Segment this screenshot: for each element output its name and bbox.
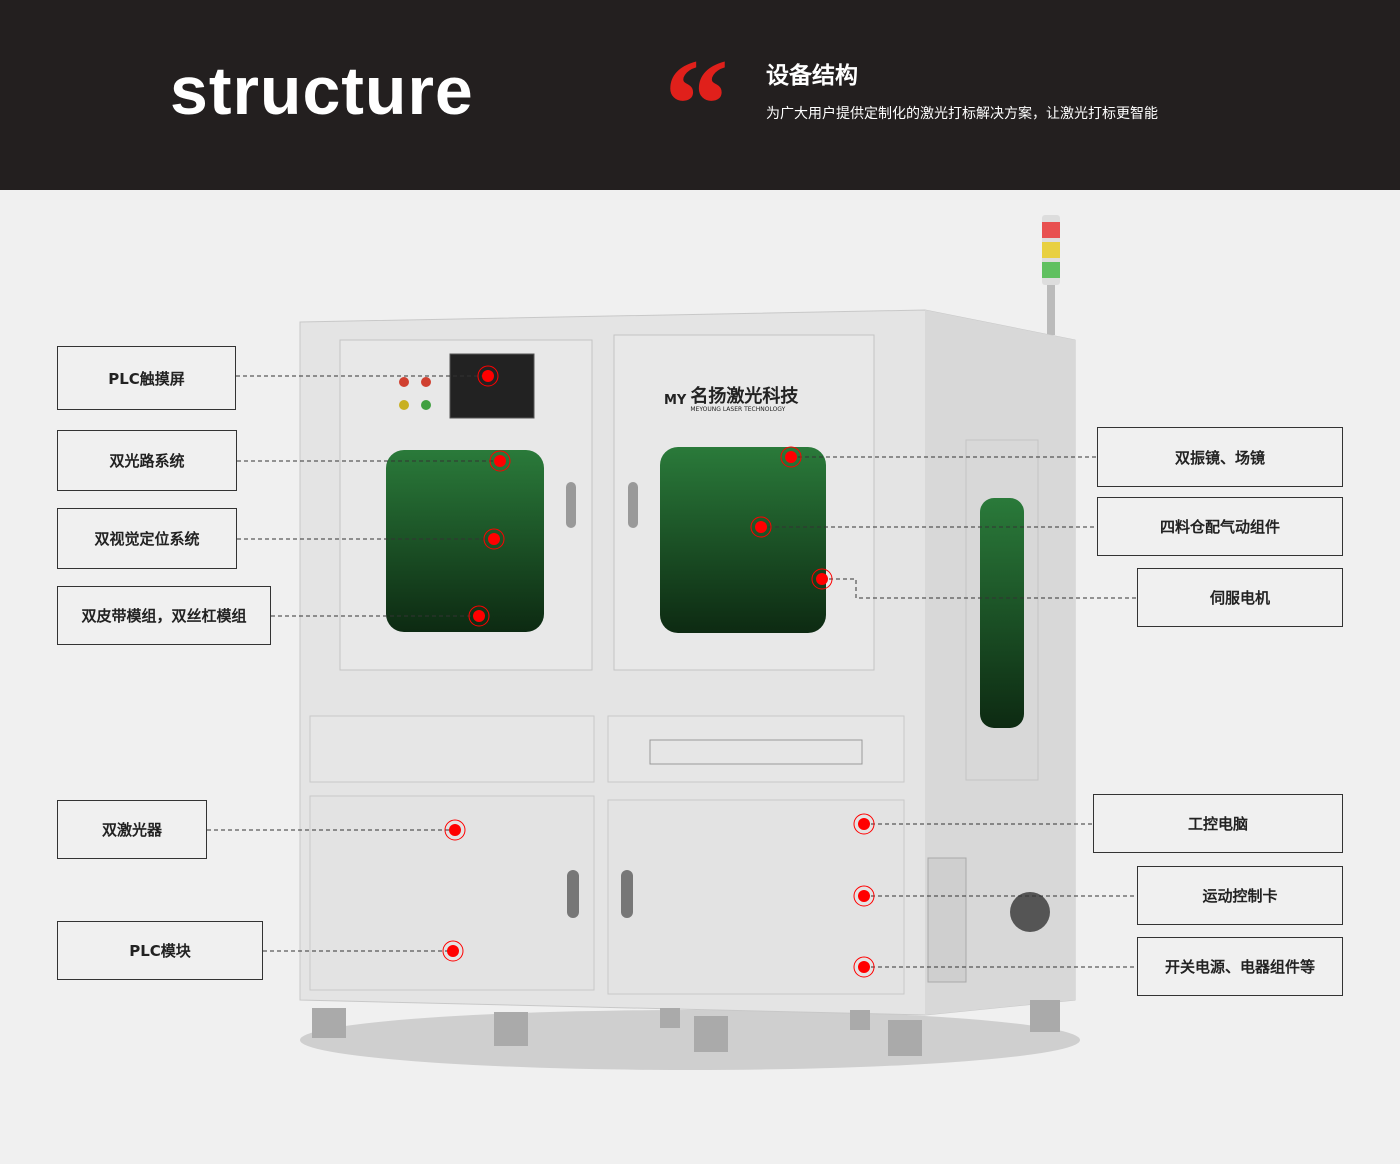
- marker-icon: [444, 819, 466, 841]
- label-belt-screw-modules: 双皮带模组，双丝杠模组: [57, 586, 271, 645]
- label-dual-optical-path: 双光路系统: [57, 430, 237, 491]
- marker-icon: [811, 568, 833, 590]
- left-window: [386, 450, 544, 632]
- label-dual-laser: 双激光器: [57, 800, 207, 859]
- label-servo-motor: 伺服电机: [1137, 568, 1343, 627]
- marker-icon: [853, 885, 875, 907]
- label-motion-card: 运动控制卡: [1137, 866, 1343, 925]
- logo-cn: 名扬激光科技: [690, 386, 799, 407]
- lower-right-door: [607, 799, 905, 995]
- marker-icon: [468, 605, 490, 627]
- marker-icon: [442, 940, 464, 962]
- leader-lines: [207, 375, 1137, 968]
- label-pneumatic-bins: 四料仓配气动组件: [1097, 497, 1343, 556]
- side-window: [980, 498, 1024, 728]
- logo-mark: MY: [664, 393, 687, 408]
- casters: [312, 1000, 1060, 1056]
- label-industrial-pc: 工控电脑: [1093, 794, 1343, 853]
- label-power-supply: 开关电源、电器组件等: [1137, 937, 1343, 996]
- brand-logo: MY 名扬激光科技 MEYOUNG LASER TECHNOLOGY: [664, 386, 799, 414]
- hotspot-markers: [442, 365, 875, 978]
- label-dual-vision: 双视觉定位系统: [57, 508, 237, 569]
- marker-icon: [750, 516, 772, 538]
- quote-icon: “: [664, 33, 729, 177]
- marker-icon: [483, 528, 505, 550]
- touch-screen: [449, 353, 535, 419]
- label-plc-touchscreen: PLC触摸屏: [57, 346, 236, 410]
- section-title: 设备结构: [766, 63, 858, 89]
- floor-shadow: [300, 1010, 1080, 1070]
- section-subtitle: 为广大用户提供定制化的激光打标解决方案，让激光打标更智能: [766, 106, 1158, 122]
- right-window: [660, 447, 826, 633]
- marker-icon: [780, 446, 802, 468]
- english-title: structure: [170, 53, 474, 129]
- marker-icon: [477, 365, 499, 387]
- logo-en: MEYOUNG LASER TECHNOLOGY: [690, 406, 786, 413]
- marker-icon: [853, 956, 875, 978]
- header-banner: structure “ 设备结构 为广大用户提供定制化的激光打标解决方案，让激光…: [0, 0, 1400, 190]
- label-galvo-lens: 双振镜、场镜: [1097, 427, 1343, 487]
- label-plc-module: PLC模块: [57, 921, 263, 980]
- marker-icon: [489, 450, 511, 472]
- marker-icon: [853, 813, 875, 835]
